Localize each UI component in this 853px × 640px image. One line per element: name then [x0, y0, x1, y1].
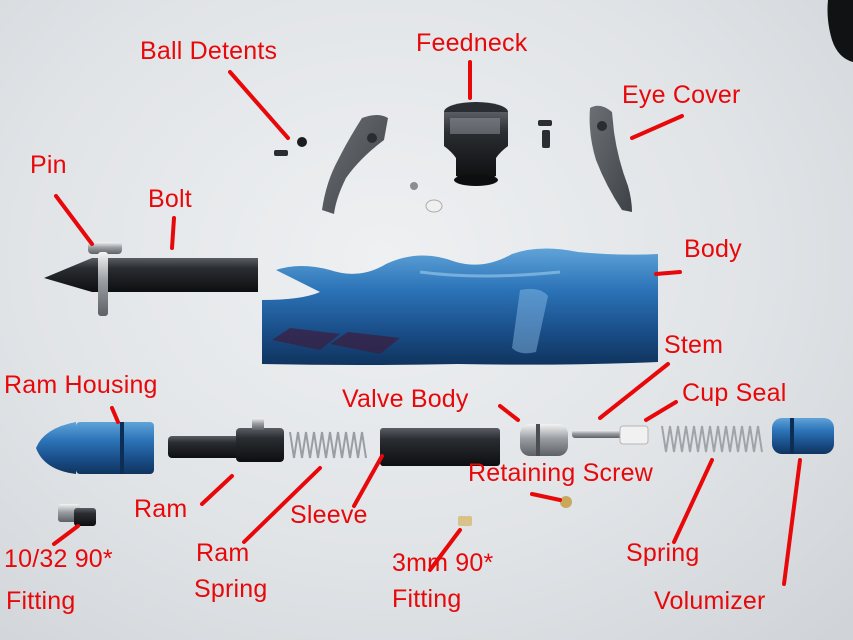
label-spring: Spring — [626, 539, 700, 567]
feedneck-part — [444, 102, 508, 186]
label-fitting-1032-line2: Fitting — [6, 587, 76, 615]
label-retaining-screw: Retaining Screw — [468, 459, 654, 487]
corner-object — [827, 0, 853, 62]
label-valve-body: Valve Body — [342, 385, 469, 413]
label-pin: Pin — [30, 151, 67, 179]
label-cup-seal: Cup Seal — [682, 379, 787, 407]
label-eye-cover: Eye Cover — [622, 81, 741, 109]
label-ram: Ram — [134, 495, 188, 523]
bolt-part — [44, 242, 258, 316]
label-fitting-3mm-line1: 3mm 90* — [392, 549, 494, 577]
stem-part — [572, 425, 649, 445]
label-ball-detents: Ball Detents — [140, 37, 278, 65]
label-feedneck: Feedneck — [416, 29, 528, 57]
label-bolt: Bolt — [148, 185, 192, 213]
callout-lines — [52, 60, 802, 586]
fitting-3mm-part — [458, 516, 472, 526]
retaining-screw-part — [560, 496, 572, 508]
ram-part — [168, 418, 284, 462]
valve-body-part — [520, 424, 568, 456]
fitting-1032-part — [58, 504, 96, 526]
eye-cover-right-part — [589, 105, 632, 212]
label-ram-spring-line1: Ram — [196, 539, 250, 567]
eye-cover-left-part — [322, 115, 388, 214]
body-part — [262, 248, 658, 365]
spring-part — [661, 425, 763, 453]
label-fitting-3mm-line2: Fitting — [392, 585, 462, 613]
label-ram-housing: Ram Housing — [4, 371, 158, 399]
sleeve-part — [380, 428, 500, 466]
label-stem: Stem — [664, 331, 724, 359]
ram-housing-part — [36, 422, 154, 474]
label-fitting-1032-line1: 10/32 90* — [4, 545, 113, 573]
ram-spring-part — [289, 431, 367, 459]
label-sleeve: Sleeve — [290, 501, 368, 529]
ball-detents-part — [274, 137, 307, 156]
volumizer-part — [772, 418, 834, 454]
label-ram-spring-line2: Spring — [194, 575, 268, 603]
label-volumizer: Volumizer — [654, 587, 766, 615]
label-body: Body — [684, 235, 742, 263]
